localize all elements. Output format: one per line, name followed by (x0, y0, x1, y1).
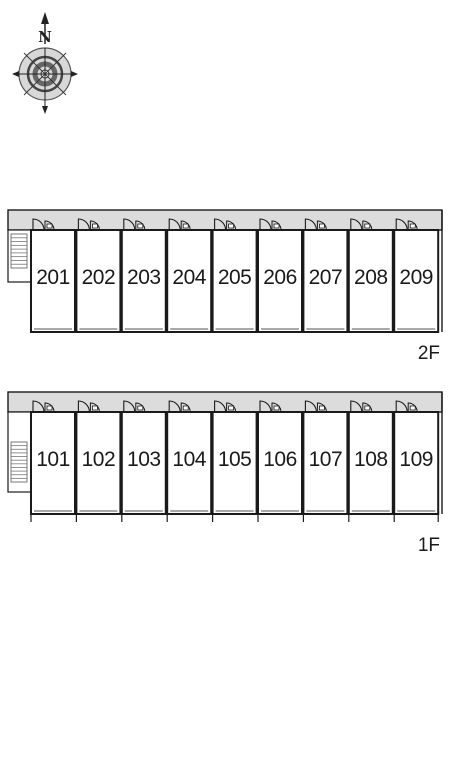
room-209 (393, 218, 440, 333)
door-icon (304, 400, 327, 413)
room-outline (211, 229, 258, 333)
room-109 (393, 400, 440, 522)
door-icon (77, 218, 100, 231)
room-208 (347, 218, 394, 333)
room-outline (120, 229, 167, 333)
door-icon (304, 218, 327, 231)
room-203 (120, 218, 167, 333)
room-outline (75, 229, 122, 333)
floor-plan-2f: 2F 201 202 203 204 205 206 207 208 209 (7, 208, 444, 368)
compass-graphic (12, 12, 78, 114)
room-102 (75, 400, 122, 522)
room-103 (120, 400, 167, 522)
floor-plan-drawing (7, 209, 443, 333)
room-number: 208 (354, 266, 388, 289)
door-icon (350, 400, 373, 413)
door-icon (259, 218, 282, 231)
room-number: 101 (36, 448, 70, 471)
room-107 (302, 400, 349, 522)
room-number: 206 (263, 266, 297, 289)
door-icon (32, 218, 55, 231)
room-202 (75, 218, 122, 333)
room-108 (347, 400, 394, 522)
room-outline (302, 411, 349, 515)
room-204 (166, 218, 213, 333)
door-icon (32, 400, 55, 413)
room-outline (30, 229, 76, 333)
room-outline (166, 411, 213, 515)
room-206 (257, 218, 303, 333)
room-104 (166, 400, 213, 522)
room-outline (393, 411, 440, 515)
room-number: 104 (172, 448, 206, 471)
door-icon (123, 400, 146, 413)
room-number: 108 (354, 448, 388, 471)
room-number: 205 (217, 266, 252, 289)
door-icon (395, 400, 418, 413)
room-number: 202 (81, 266, 116, 289)
room-106 (257, 400, 303, 522)
compass-rose-icon: N (10, 10, 80, 114)
room-outline (393, 229, 440, 333)
room-number: 201 (36, 266, 70, 289)
room-number: 106 (263, 448, 297, 471)
room-number: 204 (172, 266, 206, 289)
door-icon (214, 218, 237, 231)
room-number: 107 (308, 448, 343, 471)
door-icon (77, 400, 100, 413)
staircase-icon (10, 441, 28, 483)
room-number: 105 (217, 448, 252, 471)
door-icon (123, 218, 146, 231)
north-label: N (38, 28, 52, 46)
room-outline (120, 411, 167, 515)
room-number: 103 (127, 448, 161, 471)
door-icon (259, 400, 282, 413)
floor-label: 1F (417, 535, 440, 556)
door-icon (214, 400, 237, 413)
door-icon (350, 218, 373, 231)
door-icon (168, 400, 191, 413)
room-number: 203 (127, 266, 161, 289)
room-205 (211, 218, 258, 333)
room-outline (166, 229, 213, 333)
door-icon (395, 218, 418, 231)
room-outline (257, 229, 303, 333)
room-outline (347, 411, 394, 515)
room-number: 207 (308, 266, 343, 289)
room-101 (30, 400, 76, 522)
floor-label: 2F (417, 343, 440, 364)
staircase-icon (10, 233, 28, 269)
floor-plan-1f: 1F 101 102 103 104 105 106 107 108 109 (7, 390, 444, 556)
room-outline (75, 411, 122, 515)
room-number: 102 (81, 448, 116, 471)
room-number: 109 (399, 448, 433, 471)
floor-plan-drawing (7, 391, 443, 522)
room-number: 209 (399, 266, 433, 289)
room-outline (257, 411, 303, 515)
room-outline (30, 411, 76, 515)
room-201 (30, 218, 76, 333)
room-outline (302, 229, 349, 333)
room-105 (211, 400, 258, 522)
room-outline (347, 229, 394, 333)
room-outline (211, 411, 258, 515)
door-icon (168, 218, 191, 231)
room-207 (302, 218, 349, 333)
